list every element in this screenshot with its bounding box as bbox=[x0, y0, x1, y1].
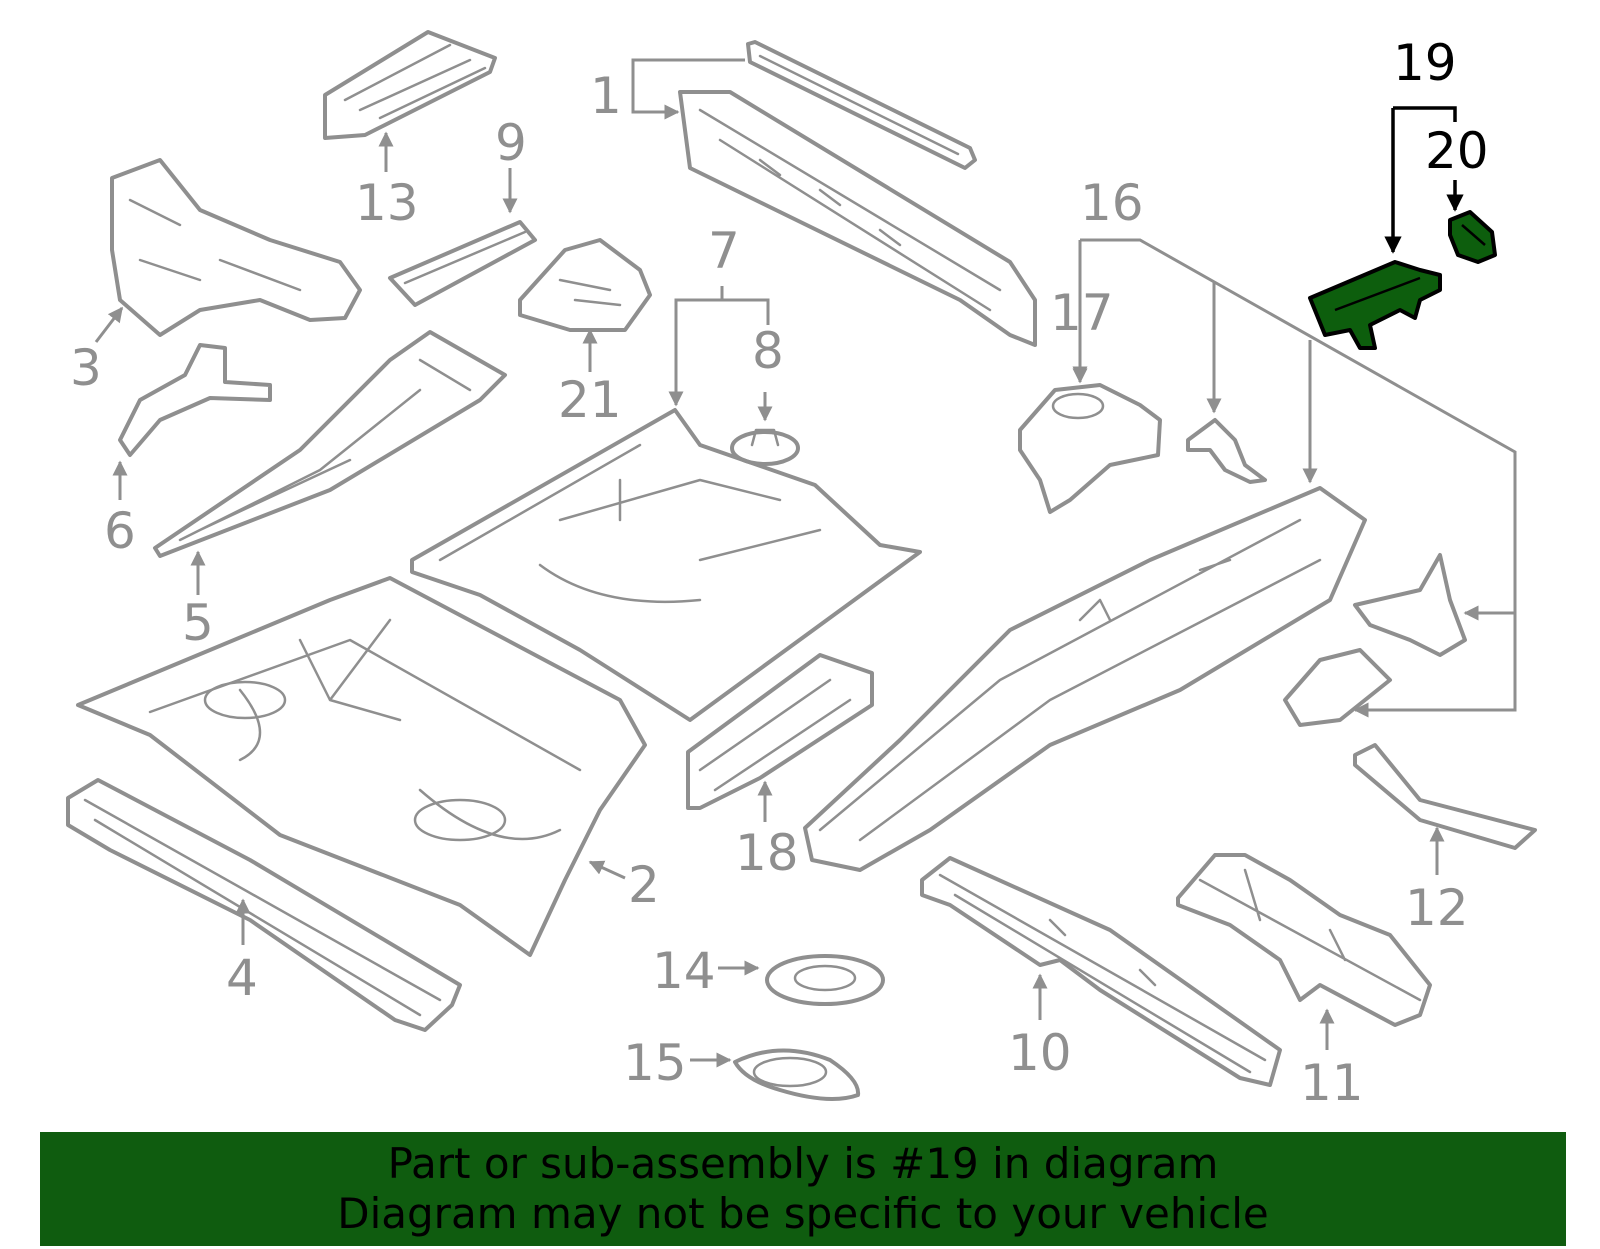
part-16-bracket bbox=[1186, 418, 1267, 484]
callout-8: 8 bbox=[752, 322, 784, 380]
part-4 bbox=[66, 778, 462, 1032]
part-12 bbox=[1353, 743, 1537, 875]
part-13 bbox=[323, 30, 497, 172]
part-15 bbox=[690, 1048, 861, 1101]
callout-20: 20 bbox=[1425, 122, 1489, 180]
callout-13: 13 bbox=[355, 174, 419, 232]
callout-9: 9 bbox=[495, 114, 527, 172]
callout-10: 10 bbox=[1008, 1024, 1072, 1082]
part-19-highlighted bbox=[1308, 106, 1457, 350]
callout-4: 4 bbox=[226, 949, 258, 1007]
callout-17: 17 bbox=[1050, 284, 1114, 342]
notice-line-1: Part or sub-assembly is #19 in diagram bbox=[387, 1139, 1219, 1188]
part-16-side-bracket-upper bbox=[1353, 553, 1467, 657]
part-21 bbox=[518, 238, 652, 372]
part-1 bbox=[631, 40, 1037, 347]
part-2 bbox=[76, 576, 647, 957]
part-5 bbox=[153, 330, 507, 595]
callout-1: 1 bbox=[590, 67, 622, 125]
callout-5: 5 bbox=[182, 594, 214, 652]
part-6 bbox=[112, 343, 272, 500]
part-11 bbox=[1176, 853, 1432, 1050]
callout-2: 2 bbox=[628, 856, 660, 914]
part-7 bbox=[410, 286, 922, 722]
part-18 bbox=[686, 653, 874, 822]
part-16-side-bracket-lower bbox=[1283, 648, 1392, 727]
callout-21: 21 bbox=[558, 371, 622, 429]
part-20-highlighted bbox=[1446, 180, 1497, 264]
callout-7: 7 bbox=[708, 222, 740, 280]
callout-14: 14 bbox=[652, 942, 716, 1000]
part-14 bbox=[718, 954, 885, 1006]
part-9 bbox=[388, 168, 537, 307]
part-16 bbox=[803, 238, 1517, 872]
part-3 bbox=[94, 158, 362, 343]
notice-banner: Part or sub-assembly is #19 in diagram D… bbox=[40, 1132, 1566, 1246]
callout-11: 11 bbox=[1300, 1054, 1364, 1112]
notice-line-2: Diagram may not be specific to your vehi… bbox=[337, 1189, 1269, 1238]
callout-16: 16 bbox=[1080, 174, 1144, 232]
callout-12: 12 bbox=[1405, 879, 1469, 937]
callout-6: 6 bbox=[104, 502, 136, 560]
callout-15: 15 bbox=[623, 1034, 687, 1092]
part-17 bbox=[1018, 345, 1162, 514]
callout-18: 18 bbox=[735, 824, 799, 882]
callout-3: 3 bbox=[70, 339, 102, 397]
callout-19: 19 bbox=[1393, 34, 1457, 92]
part-8 bbox=[730, 392, 800, 466]
part-10 bbox=[920, 856, 1282, 1087]
